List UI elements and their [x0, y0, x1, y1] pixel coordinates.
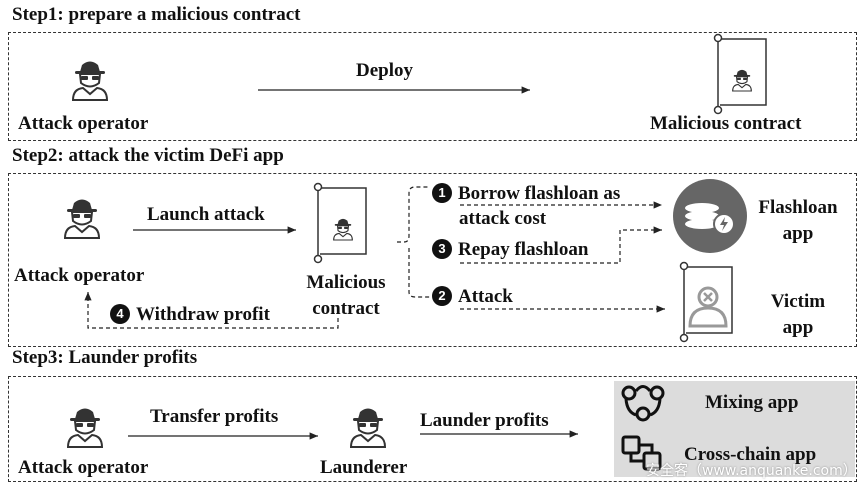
step1-title: Step1: prepare a malicious contract [12, 4, 301, 25]
badge-2: 2 [432, 285, 452, 306]
step1-operator-label: Attack operator [18, 113, 149, 134]
step1-contract-label: Malicious contract [650, 113, 802, 134]
badge-3: 3 [432, 238, 452, 259]
mixing-icon [621, 385, 665, 422]
attack-text: Attack [458, 286, 513, 307]
attack-operator-icon-3 [67, 407, 103, 448]
borrow-line2: attack cost [459, 208, 547, 229]
step2-box [8, 173, 857, 347]
step2-operator-label: Attack operator [14, 265, 145, 286]
step3-title: Step3: Launder profits [12, 347, 198, 368]
borrow-flashloan-label: 1 Borrow flashloan as attack cost [432, 181, 620, 231]
mixing-app-label: Mixing app [705, 392, 799, 413]
step2-title: Step2: attack the victim DeFi app [12, 145, 284, 166]
withdraw-text: Withdraw profit [136, 304, 270, 325]
borrow-line1: Borrow flashloan as [458, 183, 621, 204]
flashloan-line1: Flashloan [758, 197, 838, 218]
step3-box [8, 376, 857, 482]
attack-operator-icon [72, 60, 108, 101]
victim-app-icon [679, 261, 733, 343]
flashloan-app-label: Flashloan app [748, 195, 848, 247]
step3-operator-label: Attack operator [18, 457, 149, 478]
victim-line1: Victim [770, 291, 826, 312]
contract-label-line2: contract [312, 298, 380, 319]
attack-operator-icon-2 [64, 198, 100, 239]
step1-box [8, 32, 857, 141]
flashloan-line2: app [782, 223, 814, 244]
withdraw-profit-label: 4 Withdraw profit [108, 303, 272, 326]
launderer-icon [350, 407, 386, 448]
flashloan-app-icon [673, 179, 747, 253]
deploy-label: Deploy [356, 60, 413, 81]
victim-app-label: Victim app [748, 289, 848, 341]
contract-label-line1: Malicious [306, 272, 386, 293]
malicious-contract-icon-2 [313, 182, 367, 264]
watermark: 安全客（www.anquanke.com） [646, 463, 857, 479]
malicious-contract-icon [713, 33, 767, 115]
launderer-label: Launderer [320, 457, 408, 478]
repay-flashloan-label: 3 Repay flashloan [432, 238, 589, 261]
cross-chain-icon [621, 435, 662, 471]
repay-text: Repay flashloan [458, 239, 589, 260]
badge-4: 4 [110, 303, 130, 324]
launder-profits-label: Launder profits [420, 410, 549, 431]
victim-line2: app [782, 317, 814, 338]
launch-attack-label: Launch attack [147, 204, 265, 225]
badge-1: 1 [432, 182, 452, 203]
step2-contract-label: Malicious contract [296, 270, 396, 322]
transfer-profits-label: Transfer profits [150, 406, 279, 427]
cross-chain-app-label: Cross-chain app [684, 444, 817, 465]
attack-label: 2 Attack [432, 285, 513, 308]
